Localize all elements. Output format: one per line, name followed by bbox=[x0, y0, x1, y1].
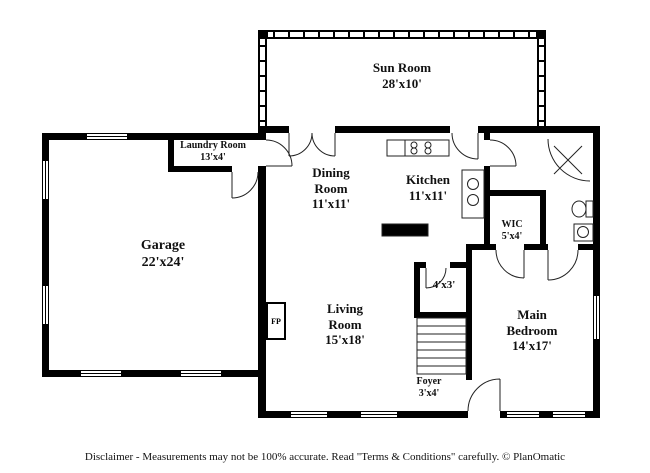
room-label-sun-room: Sun Room 28'x10' bbox=[347, 60, 457, 91]
wall-house-top bbox=[258, 126, 289, 133]
window-garage-bottom-2 bbox=[180, 370, 222, 377]
wall-closet-bottom bbox=[414, 312, 466, 318]
window-bedroom-1 bbox=[506, 411, 540, 418]
room-name: Kitchen bbox=[405, 172, 451, 187]
room-dims: 11'x11' bbox=[408, 187, 448, 203]
stairs bbox=[416, 317, 467, 375]
wall-garage-top bbox=[42, 133, 86, 140]
disclaimer-text: Disclaimer - Measurements may not be 100… bbox=[84, 451, 566, 463]
room-dims: 13'x4' bbox=[200, 152, 226, 163]
room-label-kitchen: Kitchen 11'x11' bbox=[383, 172, 473, 203]
window-garage-left-2 bbox=[42, 285, 49, 325]
room-label-main-bedroom: Main Bedroom 14'x17' bbox=[496, 307, 568, 354]
bathroom-sink bbox=[573, 223, 594, 242]
wall-house-left bbox=[258, 166, 266, 418]
sunroom-window-wall-right bbox=[537, 30, 546, 126]
room-name: Living Room bbox=[326, 301, 364, 332]
fireplace-label: FP bbox=[271, 316, 281, 326]
room-name: Foyer bbox=[416, 376, 442, 387]
wall-wic-right bbox=[540, 196, 546, 244]
room-label-dining: Dining Room 11'x11' bbox=[299, 165, 363, 212]
wall-garage-left bbox=[42, 325, 49, 377]
wall-house-bottom bbox=[398, 411, 468, 418]
wall-garage-bottom bbox=[222, 370, 266, 377]
room-dims: 15'x18' bbox=[325, 332, 365, 348]
room-dims: 14'x17' bbox=[512, 338, 552, 354]
door-bedroom bbox=[547, 249, 579, 281]
wall-closet-top bbox=[450, 262, 466, 268]
wall-laundry-left bbox=[168, 133, 174, 172]
door-laundry-house bbox=[265, 139, 293, 167]
wall-house-bottom bbox=[500, 411, 506, 418]
room-dims: 3'x4' bbox=[418, 388, 440, 399]
wall-bedroom-left bbox=[466, 244, 472, 380]
door-bathroom bbox=[489, 139, 517, 167]
wall-garage-bottom bbox=[42, 370, 80, 377]
wall-garage-left bbox=[42, 200, 49, 285]
sunroom-window-wall-left bbox=[258, 30, 267, 126]
room-name: Sun Room bbox=[372, 60, 432, 75]
stove bbox=[404, 139, 450, 157]
wall-laundry-bottom bbox=[168, 166, 232, 172]
toilet bbox=[571, 200, 594, 218]
room-dims: 28'x10' bbox=[382, 75, 422, 91]
window-living-2 bbox=[360, 411, 398, 418]
wall-garage-left bbox=[42, 133, 49, 160]
wall-house-bottom bbox=[328, 411, 360, 418]
wall-house-top bbox=[478, 126, 600, 133]
room-dims: 11'x11' bbox=[311, 196, 351, 212]
wall-kitchen-bath bbox=[484, 166, 490, 244]
room-name: Garage bbox=[140, 238, 186, 253]
wall-house-right bbox=[593, 126, 600, 295]
wall-house-right bbox=[593, 340, 600, 418]
wall-garage-top bbox=[128, 133, 266, 140]
sunroom-window-wall-top bbox=[258, 30, 546, 39]
room-dims: 22'x24' bbox=[141, 254, 185, 270]
window-garage-top bbox=[86, 133, 128, 140]
window-bedroom-right bbox=[593, 295, 600, 340]
room-name: Main Bedroom bbox=[506, 307, 558, 338]
sunroom-corner bbox=[536, 30, 546, 39]
wall-kitchen-bath bbox=[484, 133, 490, 140]
wall-hall bbox=[466, 244, 496, 250]
wall-closet-top bbox=[414, 262, 426, 268]
wall-garage-bottom bbox=[122, 370, 180, 377]
room-label-wic: WIC 5'x4' bbox=[487, 219, 537, 243]
room-dims: 4'x3' bbox=[432, 279, 456, 291]
wall-house-bottom bbox=[258, 411, 290, 418]
wall-hall bbox=[524, 244, 548, 250]
room-label-closet: 4'x3' bbox=[422, 279, 466, 292]
room-name: Laundry Room bbox=[180, 140, 246, 151]
fireplace: FP bbox=[266, 302, 286, 340]
window-living-1 bbox=[290, 411, 328, 418]
room-label-garage: Garage 22'x24' bbox=[113, 238, 213, 272]
door-laundry-garage bbox=[231, 171, 259, 199]
room-label-foyer: Foyer 3'x4' bbox=[401, 376, 457, 400]
wall-house-bottom bbox=[586, 411, 600, 418]
wall-house-bottom bbox=[540, 411, 552, 418]
window-garage-bottom-1 bbox=[80, 370, 122, 377]
wall-house-top bbox=[335, 126, 450, 133]
room-label-laundry: Laundry Room 13'x4' bbox=[167, 140, 259, 164]
window-garage-left-1 bbox=[42, 160, 49, 200]
door-kitchen-sunroom bbox=[451, 132, 479, 160]
room-name: Dining Room bbox=[312, 165, 350, 196]
sunroom-corner bbox=[258, 30, 268, 39]
door-front bbox=[467, 378, 501, 412]
wall-closet-left bbox=[414, 262, 420, 318]
kitchen-island bbox=[381, 223, 429, 237]
room-dims: 5'x4' bbox=[501, 231, 523, 242]
room-name: WIC bbox=[501, 219, 523, 230]
wall-hall bbox=[578, 244, 600, 250]
door-dining-double bbox=[288, 132, 336, 157]
wall-bath-wic bbox=[490, 190, 546, 196]
window-bedroom-2 bbox=[552, 411, 586, 418]
room-label-living: Living Room 15'x18' bbox=[313, 301, 377, 348]
shower bbox=[547, 138, 591, 182]
door-wic bbox=[495, 249, 525, 279]
